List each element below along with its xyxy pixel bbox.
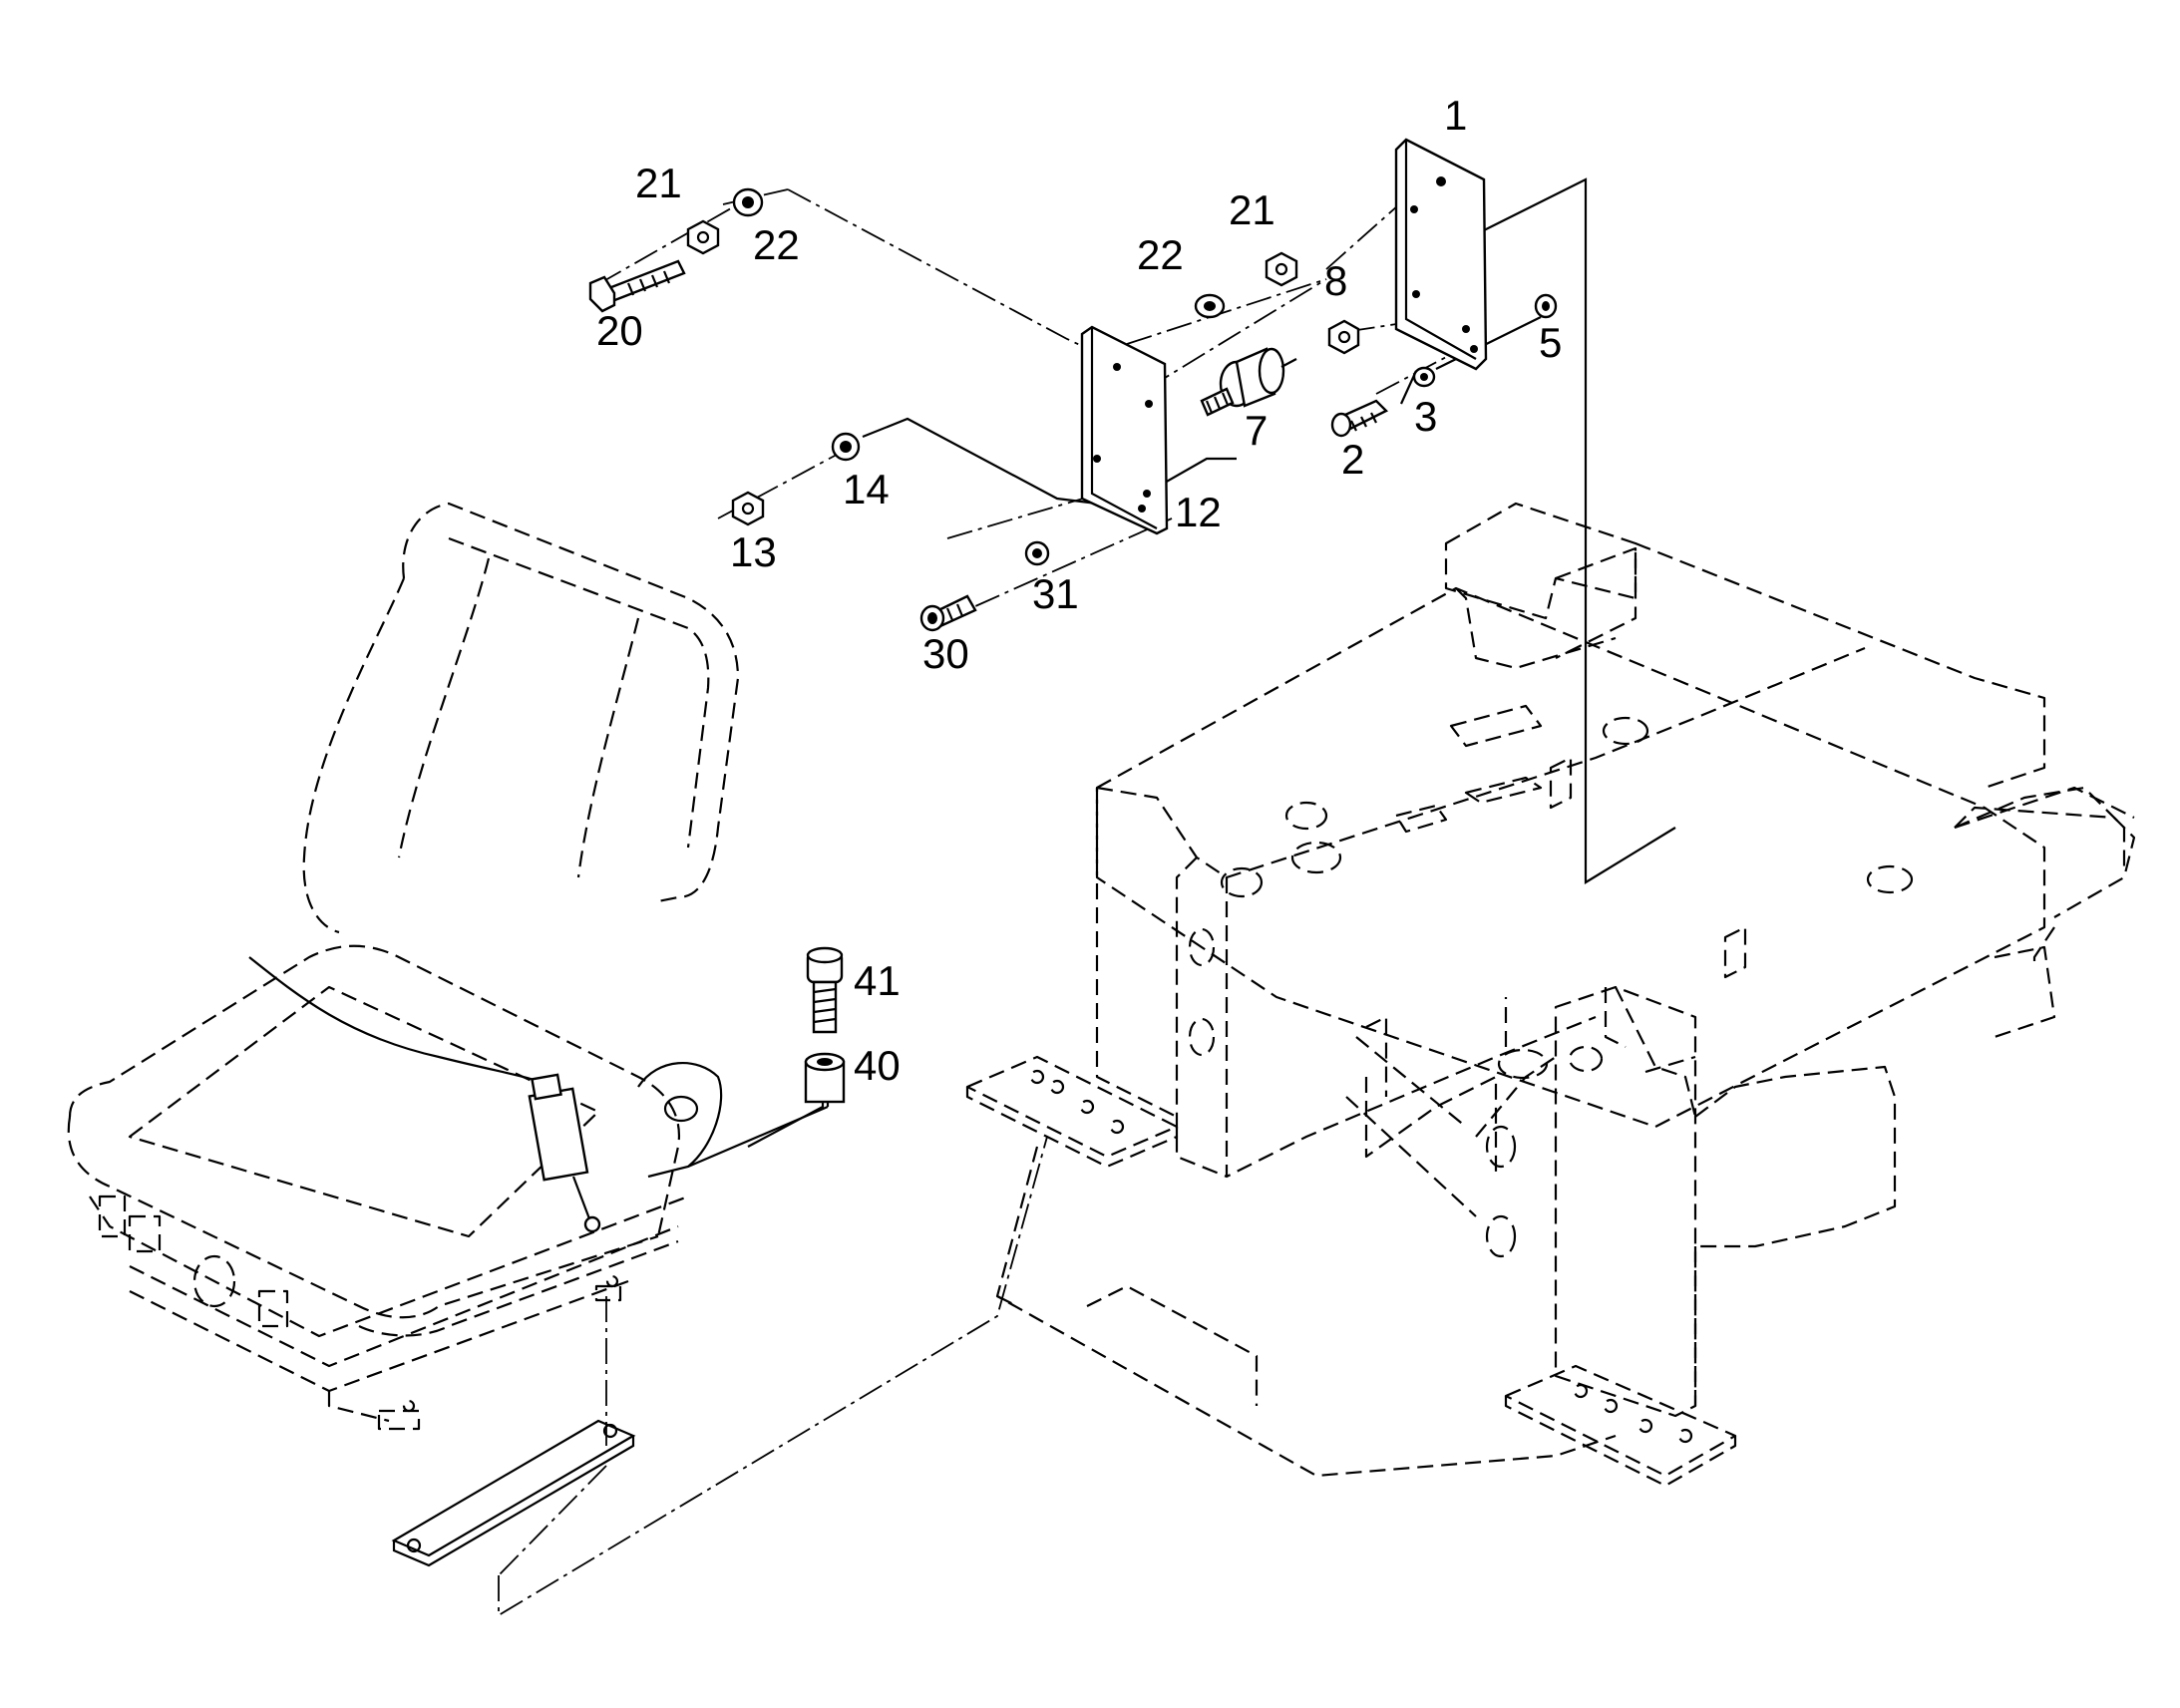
operator-seat (67, 502, 740, 1431)
callout-12: 12 (1175, 489, 1222, 535)
callout-41: 41 (854, 957, 901, 1004)
seat-rail (391, 1419, 636, 1567)
spacer-40 (804, 1052, 846, 1104)
callout-2: 2 (1341, 436, 1364, 483)
callout-22-right: 22 (1137, 231, 1184, 278)
rubber-mount-7 (1200, 347, 1297, 417)
callout-13: 13 (730, 528, 777, 575)
bolt-30 (919, 594, 977, 632)
washer-5 (1534, 293, 1558, 319)
nut-21-right (1265, 251, 1298, 287)
bolt-41 (806, 946, 844, 1034)
washer-31 (1024, 540, 1050, 566)
bolt-20 (588, 259, 686, 313)
callout-3: 3 (1414, 393, 1437, 440)
callout-40: 40 (854, 1042, 901, 1089)
nut-21-left (686, 219, 720, 255)
frame-assembly (965, 502, 2136, 1488)
callout-5: 5 (1539, 319, 1562, 366)
callout-8: 8 (1324, 257, 1347, 304)
callout-7: 7 (1245, 407, 1268, 454)
callout-22-left: 22 (753, 221, 800, 268)
washer-3 (1412, 366, 1436, 388)
callout-21-left: 21 (635, 160, 682, 206)
callout-31: 31 (1032, 570, 1079, 617)
washer-22-left (732, 187, 764, 217)
callout-20: 20 (596, 307, 643, 354)
washer-14 (831, 432, 861, 462)
callout-21-right: 21 (1229, 186, 1275, 233)
nut-13 (731, 491, 765, 526)
callout-30: 30 (922, 630, 969, 677)
washer-22-right (1194, 293, 1226, 319)
mounting-plate-12 (1080, 325, 1169, 535)
callout-1: 1 (1444, 92, 1467, 139)
bolt-2 (1330, 399, 1389, 438)
mounting-plate-1 (1394, 138, 1488, 371)
nut-8 (1327, 319, 1360, 355)
callout-14: 14 (843, 466, 890, 512)
